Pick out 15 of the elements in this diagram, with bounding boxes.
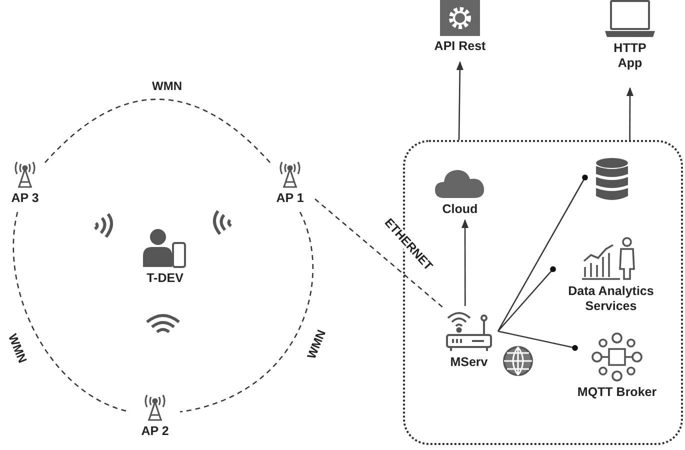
node-label: MServ bbox=[450, 355, 488, 370]
arrow bbox=[461, 219, 469, 306]
dashed-link bbox=[180, 212, 314, 413]
node-label: Cloud bbox=[442, 202, 478, 217]
node-label: T-DEV bbox=[146, 271, 184, 286]
node-label: Data Analytics Services bbox=[567, 284, 655, 314]
dashed-link bbox=[44, 98, 270, 164]
node-label: HTTP App bbox=[612, 41, 648, 71]
node-label: AP 3 bbox=[11, 191, 39, 206]
node-label: AP 1 bbox=[276, 191, 304, 206]
arrow bbox=[456, 61, 464, 140]
node-label: AP 2 bbox=[141, 424, 169, 439]
node-label: API Rest bbox=[434, 39, 486, 54]
node-label: MQTT Broker bbox=[577, 385, 657, 400]
arrow bbox=[626, 87, 634, 140]
